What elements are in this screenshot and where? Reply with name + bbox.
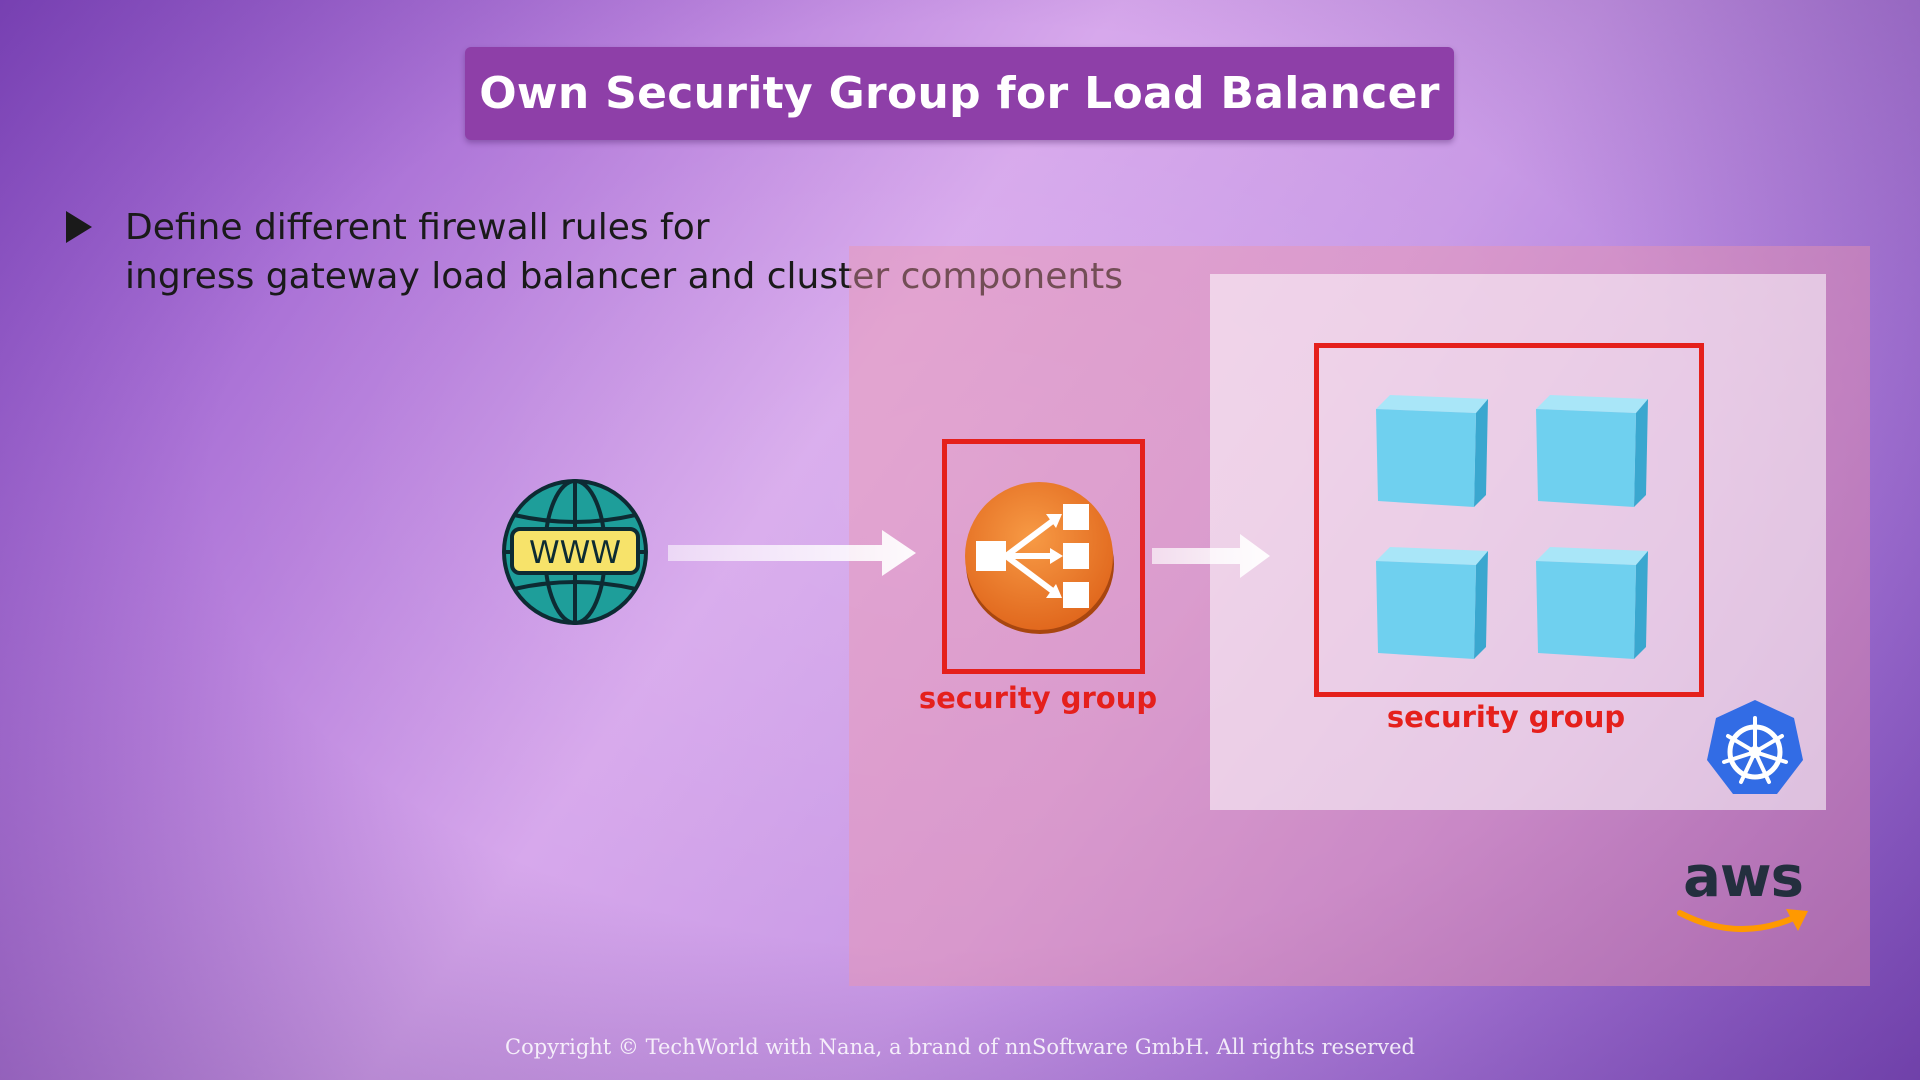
www-label: WWW xyxy=(529,535,621,571)
kubernetes-icon xyxy=(1707,700,1803,794)
bullet-text: Define different firewall rules for ingr… xyxy=(125,203,1185,301)
triangle-bullet-icon xyxy=(66,211,92,243)
node-cube-icon xyxy=(1376,547,1488,659)
arrow-right-icon xyxy=(668,530,916,576)
slide-title: Own Security Group for Load Balancer xyxy=(479,68,1440,119)
bullet-line-2: ingress gateway load balancer and cluste… xyxy=(125,256,1124,297)
slide-title-banner: Own Security Group for Load Balancer xyxy=(465,47,1454,140)
node-cube-icon xyxy=(1536,395,1648,507)
cluster-security-group-frame xyxy=(1314,343,1704,697)
globe-www-icon: WWW xyxy=(502,479,648,625)
lb-security-group-label: security group xyxy=(918,681,1158,715)
node-cube-icon xyxy=(1376,395,1488,507)
bullet-line-1: Define different firewall rules for xyxy=(125,207,710,248)
node-cube-icon xyxy=(1536,547,1648,659)
arrow-right-icon xyxy=(1152,534,1270,578)
load-balancer-security-group-frame xyxy=(942,439,1145,674)
aws-smile-icon xyxy=(1677,909,1808,932)
aws-logo-icon: aws xyxy=(1668,847,1818,947)
copyright-footer: Copyright © TechWorld with Nana, a brand… xyxy=(505,1035,1415,1059)
load-balancer-icon xyxy=(965,482,1114,634)
cluster-security-group-label: security group xyxy=(1386,700,1626,734)
aws-logo-text: aws xyxy=(1683,845,1804,910)
